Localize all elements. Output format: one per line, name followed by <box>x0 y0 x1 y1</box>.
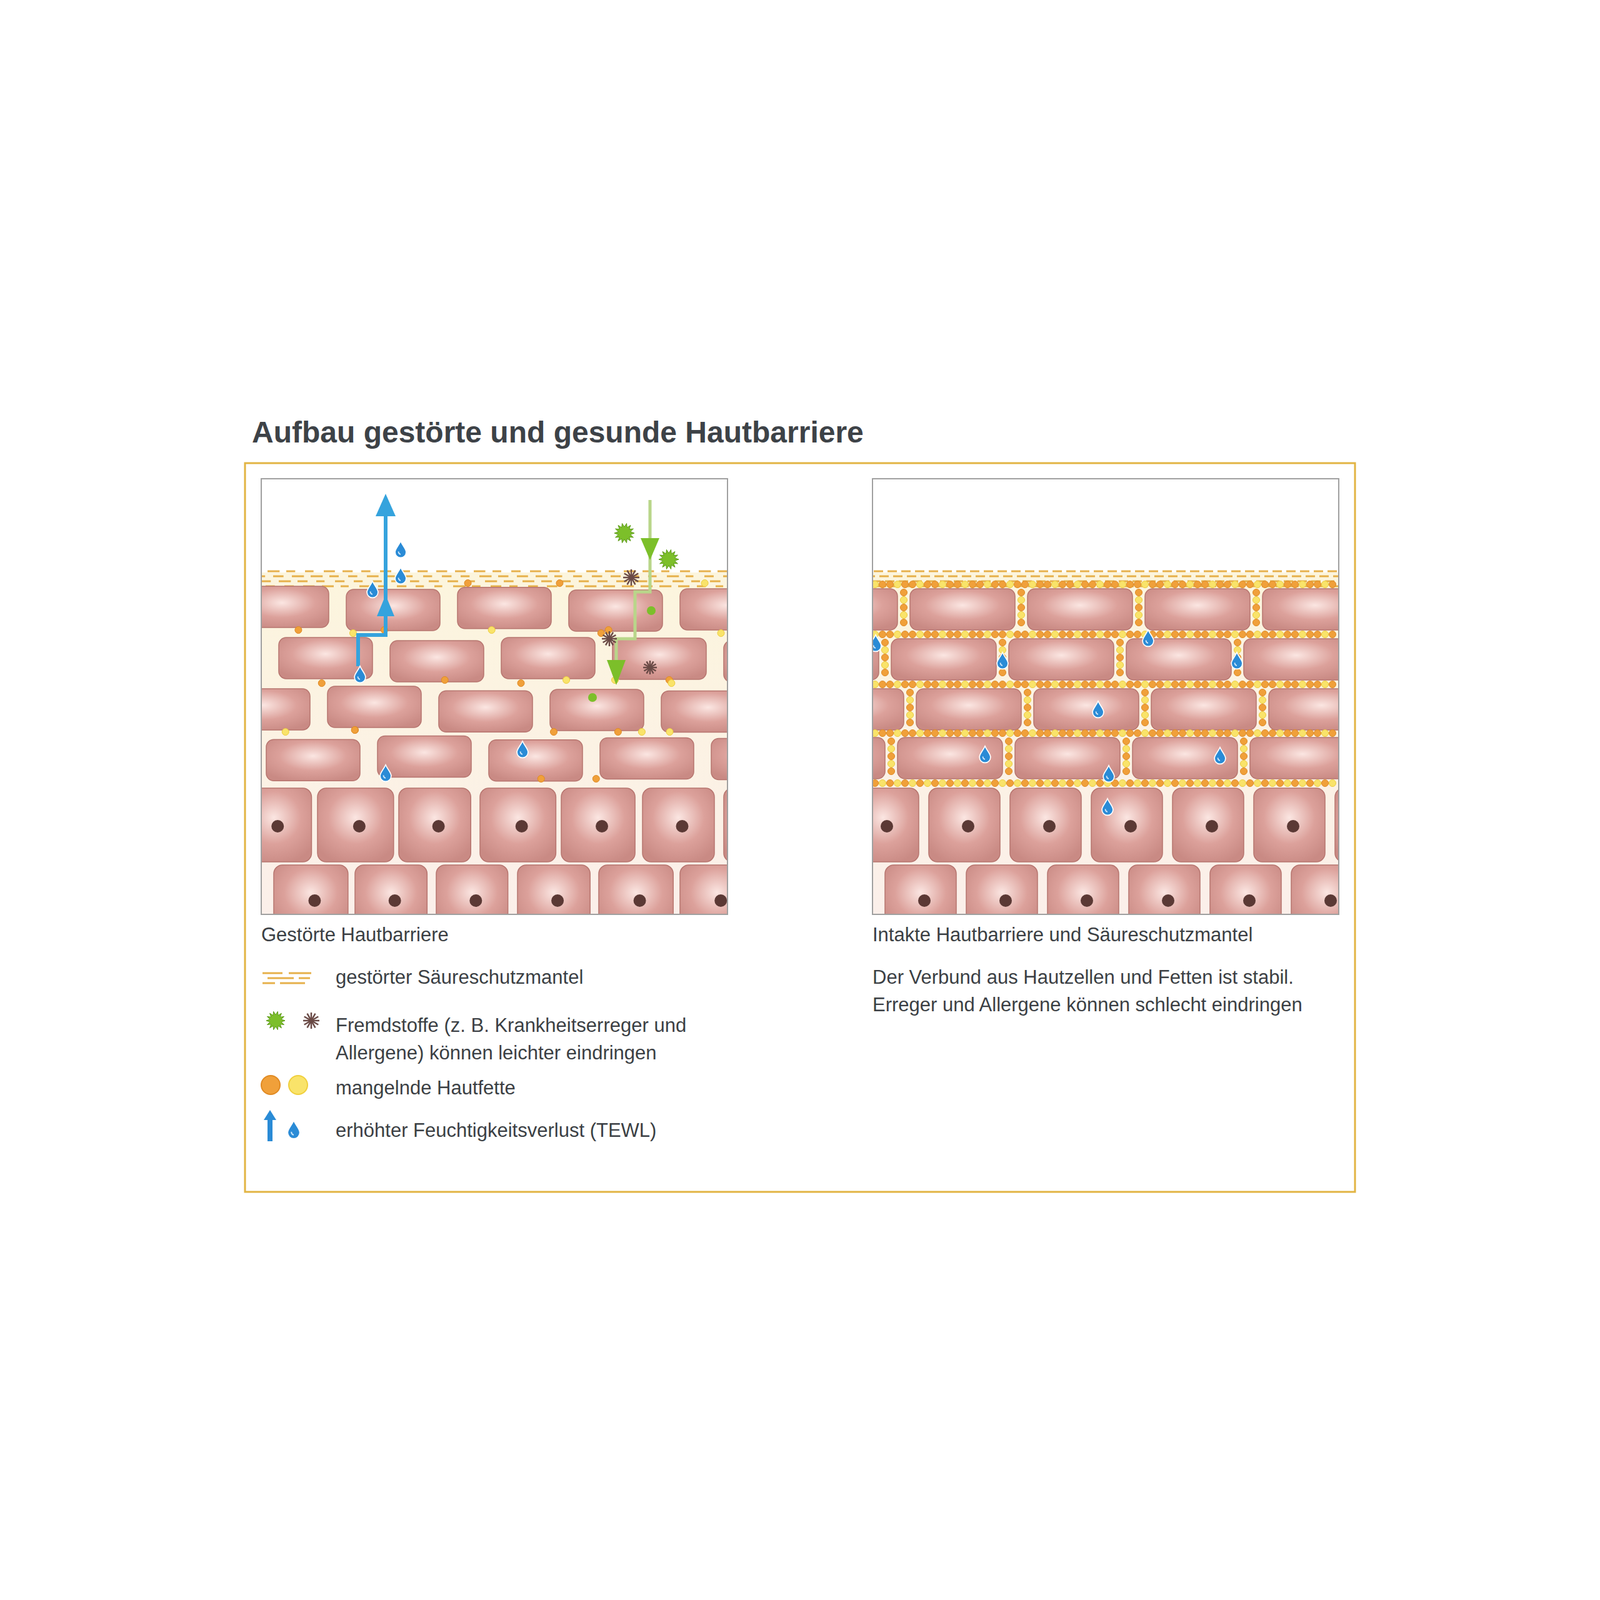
legend-text: gestörter Säureschutzmantel <box>335 963 736 992</box>
legend-symbols <box>261 973 320 1142</box>
disturbed-skin-illustration <box>105 478 818 934</box>
panel-caption: Intakte Hautbarriere und Säureschutzmant… <box>872 921 1348 949</box>
panel-caption: Gestörte Hautbarriere <box>261 921 724 949</box>
legend-text: Fremdstoffe (z. B. Krankheitserreger und… <box>335 1011 736 1067</box>
legend-text: mangelnde Hautfette <box>335 1074 736 1102</box>
title: Aufbau gestörte und gesunde Hautbarriere <box>251 415 864 450</box>
description-text: Der Verbund aus Hautzellen und Fetten is… <box>872 963 1348 1019</box>
legend-text: erhöhter Feuchtigkeitsverlust (TEWL) <box>335 1116 736 1145</box>
intact-skin-illustration <box>773 478 1407 934</box>
frame <box>245 463 1355 1192</box>
